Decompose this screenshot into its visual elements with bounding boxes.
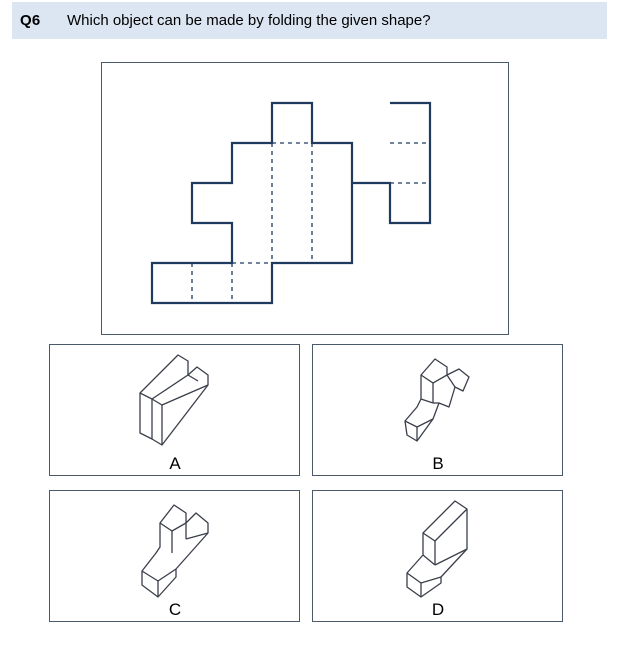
question-header: Q6 Which object can be made by folding t… xyxy=(12,2,607,39)
option-a-solid xyxy=(139,354,209,446)
question-text: Which object can be made by folding the … xyxy=(67,12,431,29)
net-diagram xyxy=(150,101,432,305)
option-b-card[interactable]: B xyxy=(312,344,563,476)
option-b-solid xyxy=(404,358,470,442)
question-number: Q6 xyxy=(20,12,41,29)
option-d-figure: D xyxy=(406,500,468,619)
option-b-figure: B xyxy=(404,358,470,473)
option-d-solid xyxy=(406,500,468,598)
option-d-label: D xyxy=(432,600,444,619)
net-fold-lines xyxy=(191,142,430,303)
option-c-solid xyxy=(141,504,209,598)
option-b-label: B xyxy=(432,454,443,473)
option-a-label: A xyxy=(169,454,181,473)
option-c-figure: C xyxy=(141,504,209,619)
option-a-card[interactable]: A xyxy=(49,344,300,476)
option-c-label: C xyxy=(169,600,181,619)
net-outline xyxy=(150,101,432,305)
option-a-figure: A xyxy=(139,354,209,473)
net-figure-panel xyxy=(101,62,509,335)
option-c-card[interactable]: C xyxy=(49,490,300,622)
option-d-card[interactable]: D xyxy=(312,490,563,622)
